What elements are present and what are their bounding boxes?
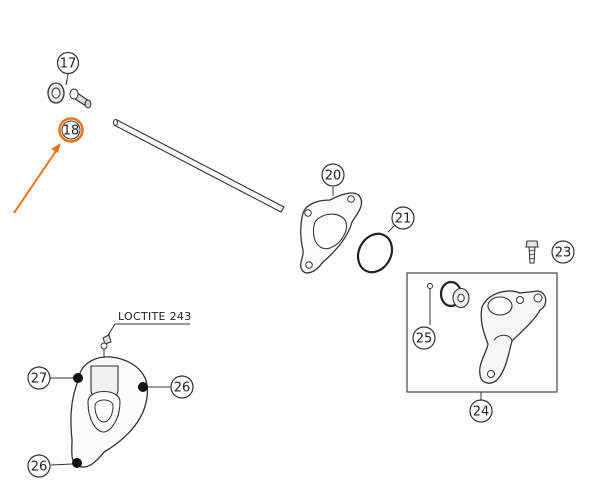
callout-27-label: 27 [31, 372, 48, 387]
part-24-cylinder-housing [479, 290, 547, 384]
part-cover [50, 342, 170, 468]
callout-27: 27 [27, 366, 51, 390]
callout-26-bottom: 26 [27, 454, 51, 478]
callout-18-highlighted: 18 [58, 117, 84, 143]
callout-24-label: 24 [473, 405, 490, 420]
callout-23: 23 [551, 240, 575, 264]
part-21-o-ring [356, 225, 395, 274]
callout-18-label: 18 [63, 124, 80, 139]
callout-23-label: 23 [555, 246, 572, 261]
callout-24: 24 [469, 399, 493, 423]
callout-17-label: 17 [60, 57, 77, 72]
callout-25: 25 [412, 326, 436, 350]
callout-21: 21 [391, 206, 415, 230]
highlight-arrow [13, 143, 61, 214]
callout-25-label: 25 [416, 332, 433, 347]
loctite-note: LOCTITE 243 [102, 310, 192, 345]
callout-17: 17 [56, 51, 80, 75]
callout-26-right-label: 26 [174, 381, 191, 396]
callout-26-right: 26 [170, 375, 194, 399]
callout-21-label: 21 [395, 212, 412, 227]
callout-26-bottom-label: 26 [31, 460, 48, 475]
callout-20-label: 20 [325, 169, 342, 184]
part-20-gasket [299, 187, 363, 274]
shaft-rod [113, 119, 285, 213]
part-25-piston-seal [427, 280, 470, 325]
part-24-assembly-box [406, 272, 558, 400]
part-23-screw [525, 240, 539, 264]
loctite-label: LOCTITE 243 [118, 310, 192, 323]
part-17-bearing-plug [47, 73, 92, 109]
callout-20: 20 [321, 163, 345, 187]
